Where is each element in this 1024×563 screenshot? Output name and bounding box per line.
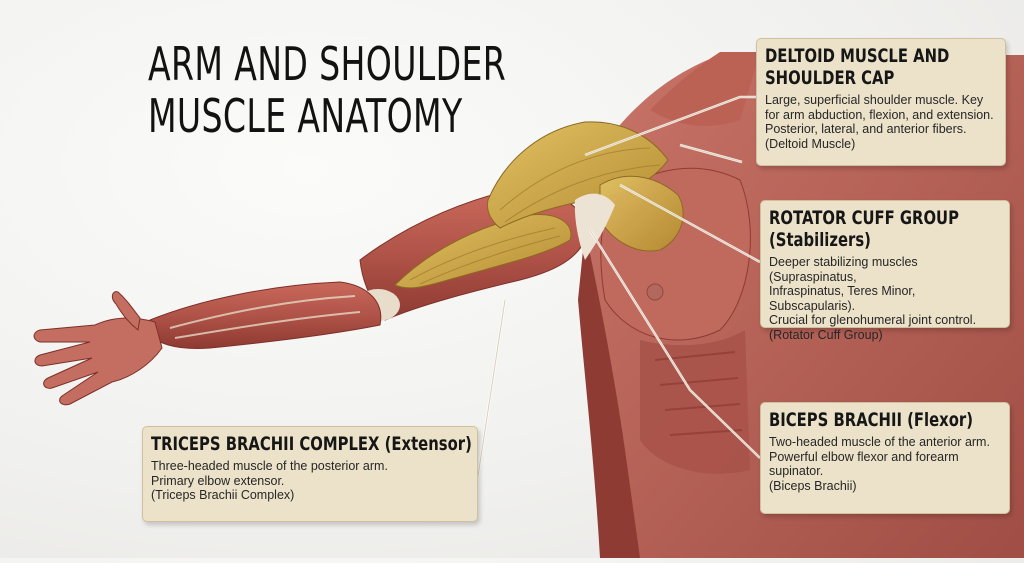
callout-deltoid-line: Large, superficial shoulder muscle. Key [765,93,984,107]
callout-rotator-heading-1: ROTATOR CUFF GROUP [769,207,959,229]
callout-triceps-heading: TRICEPS BRACHII COMPLEX (Extensor) [151,433,472,455]
biceps-brachii [394,214,572,289]
rotator-cuff [599,175,684,252]
callout-deltoid-heading-2: SHOULDER CAP [765,67,895,89]
callout-triceps-line: Primary elbow extensor. [151,473,285,488]
nipple [646,283,664,301]
callout-triceps-line: Three-headed muscle of the posterior arm… [151,459,388,473]
callout-biceps-line: supinator. [769,464,824,478]
callout-biceps: BICEPS BRACHII (Flexor) Two-headed muscl… [760,402,1010,514]
latissimus-dorsi [578,230,640,558]
callout-rotator-heading: ROTATOR CUFF GROUP (Stabilizers) [769,207,959,251]
title-line-1: ARM AND SHOULDER [148,37,507,91]
hand [33,317,163,406]
callout-deltoid-line: for arm abduction, flexion, and extensio… [765,107,994,122]
callout-deltoid-line: (Deltoid Muscle) [765,136,856,151]
callout-triceps-line: (Triceps Brachii Complex) [151,488,295,502]
callout-rotator-line: Deeper stabilizing muscles (Supraspinatu… [769,255,918,284]
callout-rotator-text: Deeper stabilizing muscles (Supraspinatu… [769,255,1001,342]
callout-triceps-text: Three-headed muscle of the posterior arm… [151,459,469,503]
serratus-anterior [640,330,750,474]
callout-rotator-line: Infraspinatus, Teres Minor, Subscapulari… [769,284,916,313]
callout-rotator-line: (Rotator Cuff Group) [769,327,883,342]
shoulder-tendon [574,193,615,260]
page-title: ARM AND SHOULDER MUSCLE ANATOMY [148,38,506,142]
trapezius [650,52,760,126]
callout-biceps-text: Two-headed muscle of the anterior arm. P… [769,435,1001,493]
callout-deltoid-heading-1: DELTOID MUSCLE AND [765,45,950,67]
callout-rotator-cuff: ROTATOR CUFF GROUP (Stabilizers) Deeper … [760,200,1010,342]
callout-rotator-heading-2: (Stabilizers) [769,229,871,251]
callout-triceps: TRICEPS BRACHII COMPLEX (Extensor) Three… [142,426,478,522]
callout-deltoid-text: Large, superficial shoulder muscle. Key … [765,93,997,151]
callout-deltoid-heading: DELTOID MUSCLE AND SHOULDER CAP [765,45,950,89]
callout-deltoid-line: Posterior, lateral, and anterior fibers. [765,122,967,136]
callout-biceps-line: (Biceps Brachii) [769,478,857,493]
callout-biceps-line: Two-headed muscle of the anterior arm. [769,435,990,449]
forearm [149,281,382,349]
callout-biceps-heading: BICEPS BRACHII (Flexor) [769,409,974,431]
callout-biceps-line: Powerful elbow flexor and forearm [769,449,959,464]
callout-deltoid: DELTOID MUSCLE AND SHOULDER CAP Large, s… [756,38,1006,166]
title-line-2: MUSCLE ANATOMY [148,89,463,143]
callout-rotator-line: Crucial for glenohumeral joint control. [769,313,977,327]
thumb [111,291,141,331]
